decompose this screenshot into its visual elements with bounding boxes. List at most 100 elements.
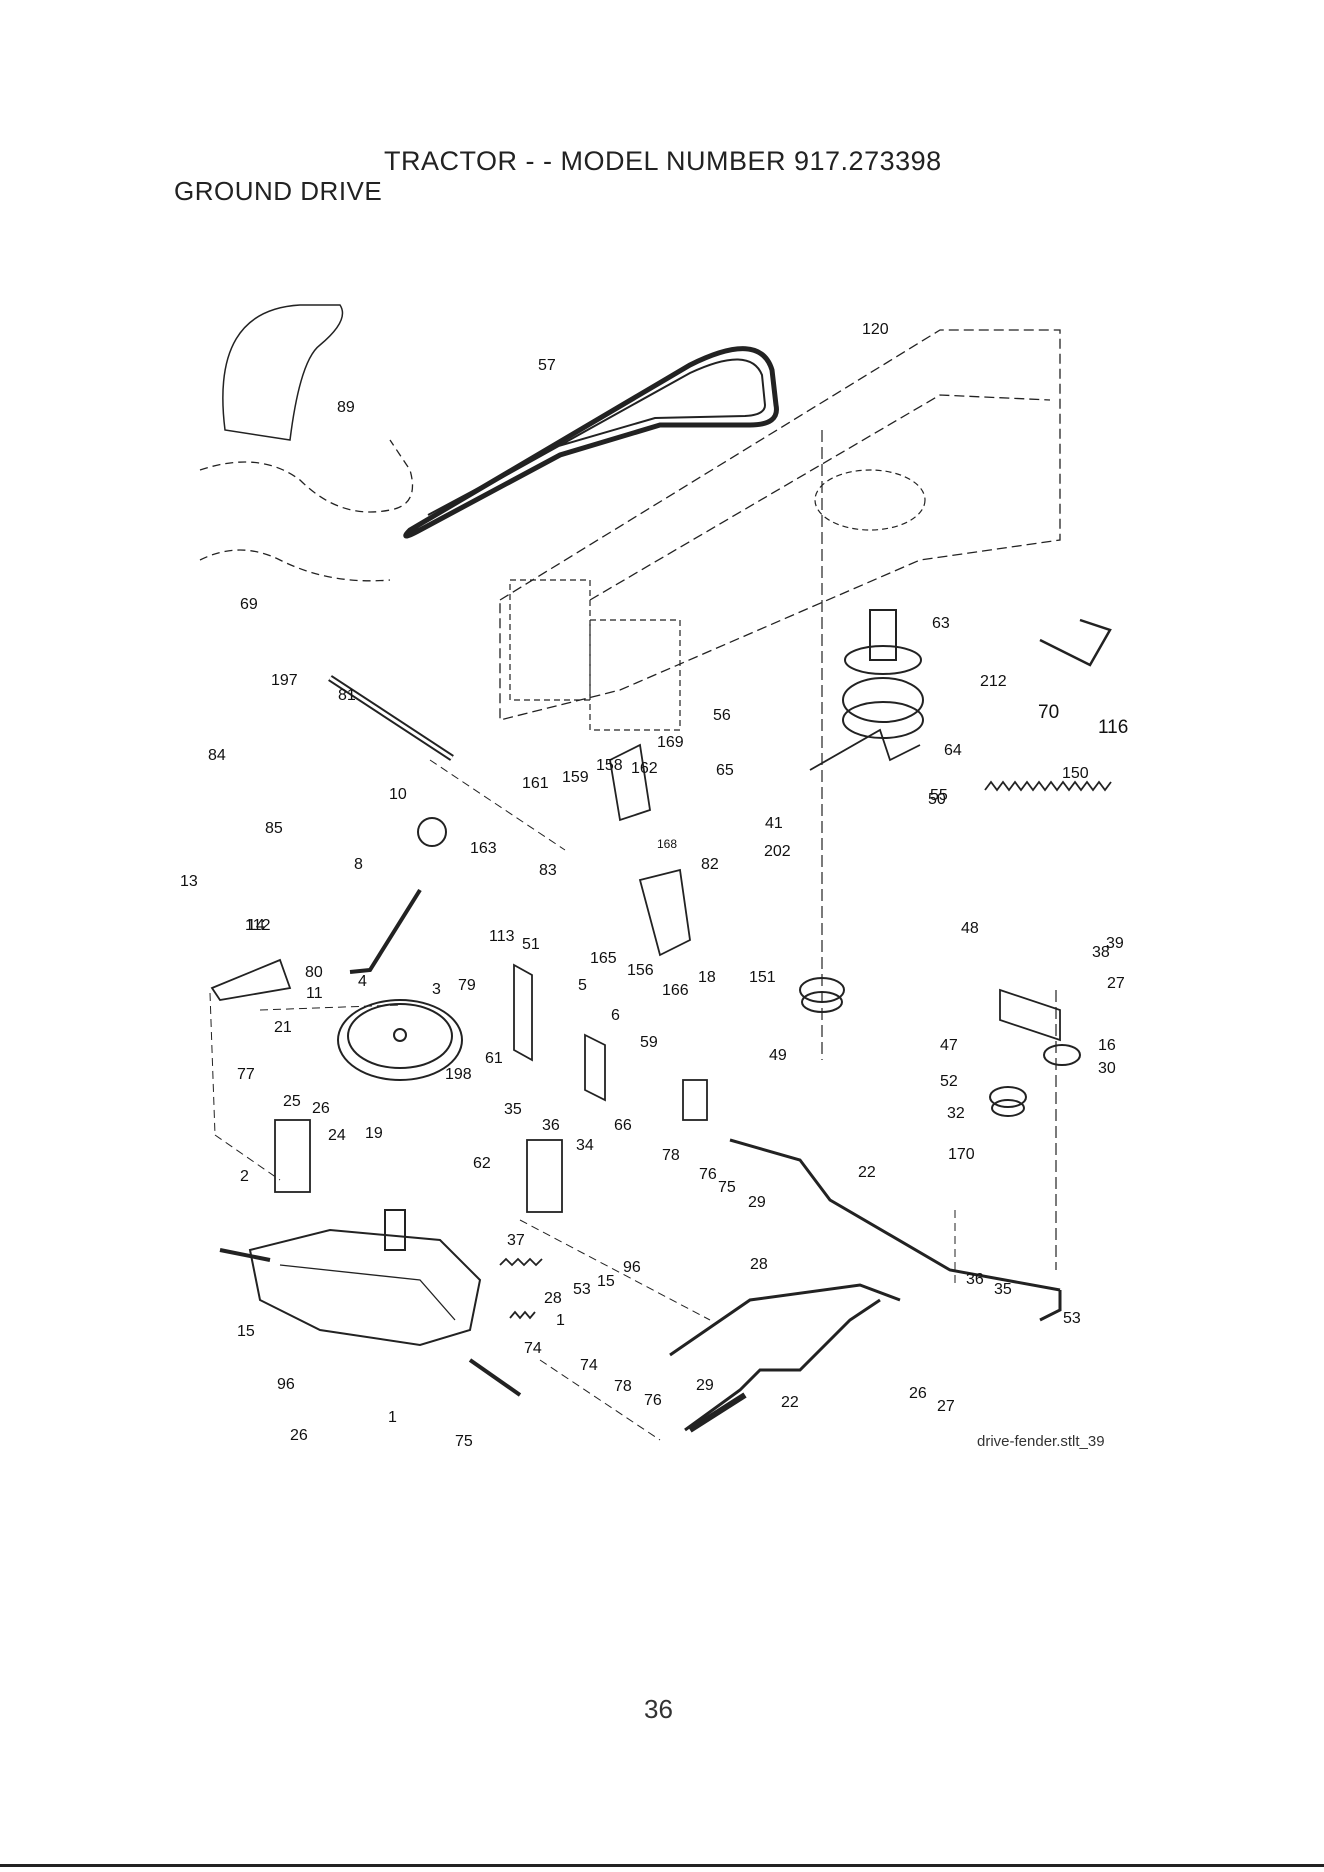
part-label: 75 [455, 1433, 473, 1450]
part-label: 15 [597, 1273, 615, 1290]
part-label: 10 [389, 786, 407, 803]
fender-outline [199, 439, 414, 513]
part-label: 34 [576, 1137, 594, 1154]
part-label: 120 [862, 321, 889, 338]
part-label: 63 [932, 615, 950, 632]
shift-lever [349, 888, 422, 974]
part-label: 39 [1106, 935, 1124, 952]
part-label: 165 [590, 950, 617, 967]
part-label: 8 [354, 856, 363, 873]
part-label: 76 [644, 1392, 662, 1409]
part-label: 27 [937, 1398, 955, 1415]
part-label: 74 [580, 1357, 598, 1374]
part-label: 52 [940, 1073, 958, 1090]
part-label: 4 [358, 973, 367, 990]
part-label: 163 [470, 840, 497, 857]
bottom-rule [0, 1864, 1324, 1867]
part-label: 36 [542, 1117, 560, 1134]
part-label: 85 [265, 820, 283, 837]
diagram-caption: drive-fender.stlt_39 [977, 1433, 1105, 1450]
part-label: 55 [930, 787, 948, 804]
part-label: 170 [948, 1146, 975, 1163]
transmission-pulley [337, 999, 463, 1081]
control-rod [729, 1138, 1061, 1292]
part-label: 28 [750, 1256, 768, 1273]
part-label: 2 [240, 1168, 249, 1185]
part-label: 26 [312, 1100, 330, 1117]
page-number: 36 [644, 1694, 673, 1724]
part-label: 15 [237, 1323, 255, 1340]
bracket [210, 958, 292, 1001]
part-label: 21 [274, 1019, 292, 1036]
part-label: 3 [432, 981, 441, 998]
part-label: 96 [623, 1259, 641, 1276]
transaxle [219, 1209, 522, 1397]
page-title: TRACTOR - - MODEL NUMBER 917.273398 [384, 146, 942, 176]
part-label: 48 [961, 920, 979, 937]
part-label: 166 [662, 982, 689, 999]
part-label: 22 [858, 1164, 876, 1181]
part-label: 18 [698, 969, 716, 986]
part-label: 84 [208, 747, 226, 764]
part-label: 79 [458, 977, 476, 994]
part-label: 11 [306, 985, 323, 1002]
part-label: 66 [614, 1117, 632, 1134]
part-label: 37 [507, 1232, 525, 1249]
part-label: 35 [504, 1101, 522, 1118]
drive-belt [403, 346, 779, 539]
part-label: 89 [337, 399, 355, 416]
part-label: 32 [947, 1105, 965, 1122]
part-label: 59 [640, 1034, 658, 1051]
part-label: 24 [328, 1127, 346, 1144]
pulley-38 [799, 977, 845, 1003]
part-label: 198 [445, 1066, 472, 1083]
part-label: 53 [1063, 1310, 1081, 1327]
part-label: 70 [1038, 702, 1059, 723]
part-label: 96 [277, 1376, 295, 1393]
part-label: 80 [305, 964, 323, 981]
part-label: 41 [765, 815, 783, 832]
part-label: 150 [1062, 765, 1089, 782]
part-label: 78 [614, 1378, 632, 1395]
part-label: 56 [713, 707, 731, 724]
part-label: 65 [716, 762, 734, 779]
part-label: 1 [556, 1312, 565, 1329]
part-label: 5 [578, 977, 587, 994]
part-label: 16 [1098, 1037, 1116, 1054]
seat [222, 304, 344, 441]
part-label: 28 [544, 1290, 562, 1307]
part-label: 158 [596, 757, 623, 774]
part-label: 35 [994, 1281, 1012, 1298]
rod [1039, 618, 1112, 667]
part-label: 26 [909, 1385, 927, 1402]
part-label: 212 [980, 673, 1007, 690]
part-label: 77 [237, 1066, 255, 1083]
part-label: 69 [240, 596, 258, 613]
part-label: 29 [748, 1194, 766, 1211]
part-label: 169 [657, 734, 684, 751]
frame-plate [509, 579, 591, 701]
part-label: 25 [283, 1093, 301, 1110]
drive-rod [669, 1283, 901, 1357]
frame-outline [499, 329, 1061, 721]
part-label: 57 [538, 357, 556, 374]
part-label: 116 [1098, 717, 1128, 738]
part-label: 19 [365, 1125, 383, 1142]
part-label: 6 [611, 1007, 620, 1024]
part-label: 202 [764, 843, 791, 860]
part-label: 49 [769, 1047, 787, 1064]
part-label: 50 [928, 791, 946, 808]
idler-pulley [842, 609, 924, 739]
part-label: 53 [573, 1281, 591, 1298]
part-label: 113 [489, 928, 515, 945]
part-label: 75 [718, 1179, 736, 1196]
part-label: 14 [247, 917, 265, 934]
part-label: 38 [1092, 944, 1110, 961]
part-label: 1 [388, 1409, 397, 1426]
part-label: 27 [1107, 975, 1125, 992]
belt-guide [809, 728, 921, 771]
part-label: 62 [473, 1155, 491, 1172]
part-label: 82 [701, 856, 719, 873]
part-label: 112 [245, 917, 271, 934]
